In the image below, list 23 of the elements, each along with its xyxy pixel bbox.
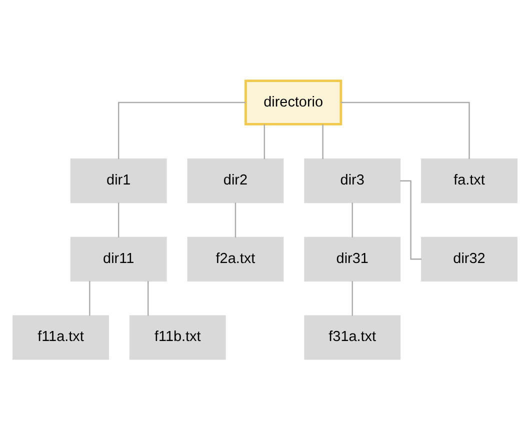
connector bbox=[340, 101, 470, 159]
connector bbox=[118, 101, 246, 159]
node-box: f31a.txt bbox=[304, 314, 401, 360]
connector bbox=[400, 180, 422, 260]
connector bbox=[234, 202, 236, 237]
node-box: dir32 bbox=[421, 236, 518, 281]
connector bbox=[322, 124, 324, 159]
node-box: f11b.txt bbox=[129, 314, 226, 360]
connector bbox=[118, 202, 120, 237]
node-box: dir2 bbox=[187, 158, 284, 203]
connector bbox=[352, 280, 353, 316]
connector bbox=[148, 280, 149, 316]
node-box: dir1 bbox=[70, 158, 167, 203]
node-box: dir11 bbox=[70, 236, 167, 281]
node-box: directorio bbox=[244, 79, 342, 125]
node-box: fa.txt bbox=[421, 158, 518, 203]
connector bbox=[89, 280, 90, 316]
connector bbox=[264, 124, 265, 159]
connector bbox=[352, 202, 353, 237]
node-box: f11a.txt bbox=[12, 314, 109, 360]
node-box: f2a.txt bbox=[187, 236, 284, 281]
node-box: dir3 bbox=[304, 158, 401, 203]
node-box: dir31 bbox=[304, 236, 401, 281]
